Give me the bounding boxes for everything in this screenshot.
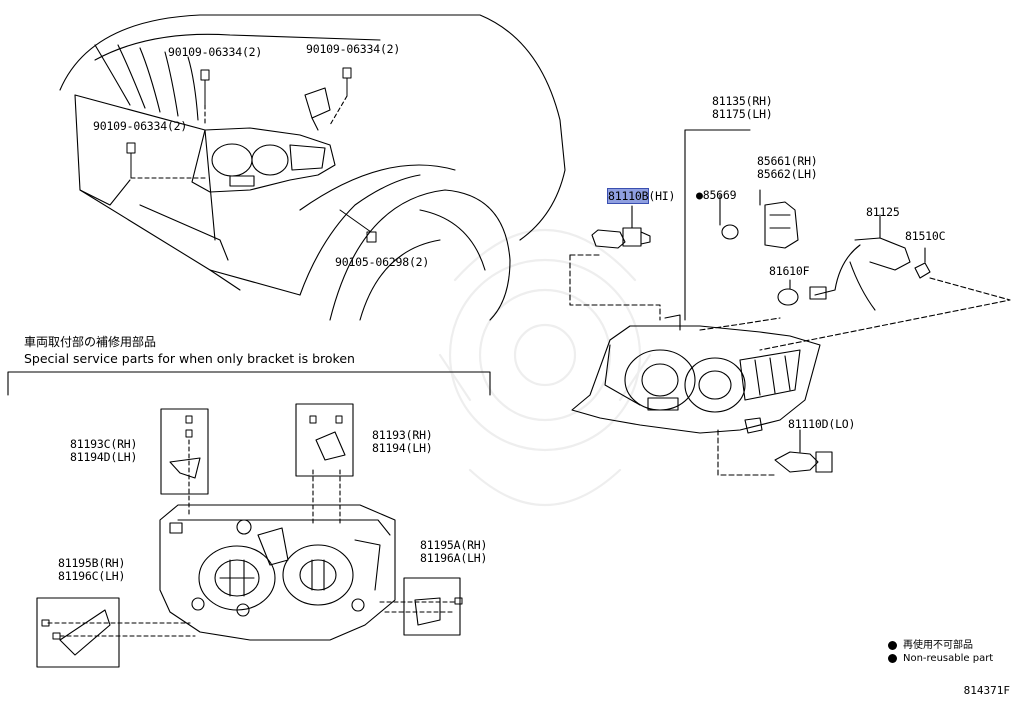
highlighted-part-number: 81110B: [606, 188, 650, 204]
part-label-81195a-81196a[interactable]: 81195A(RH) 81196A(LH): [420, 539, 487, 565]
part-number-lh: 85662(LH): [757, 167, 818, 181]
part-number-lh: 81196C(LH): [58, 569, 126, 583]
part-number-text: 81125: [866, 205, 900, 219]
legend-jp: 再使用不可部品: [888, 636, 973, 651]
part-number-text: 81110D(LO): [788, 417, 856, 431]
section-title-jp: 車両取付部の補修用部品: [24, 335, 157, 349]
vehicle-front-illustration: [59, 14, 566, 321]
part-label-81193c-81194d[interactable]: 81193C(RH) 81194D(LH): [70, 438, 137, 464]
legend-text-en: Non-reusable part: [903, 653, 994, 664]
watermark-emblem: [438, 228, 652, 507]
part-label-81610f[interactable]: 81610F: [769, 264, 810, 278]
part-number-rh: 81193(RH): [372, 428, 433, 442]
non-reusable-dot-icon: ●: [696, 188, 703, 202]
part-label-90109-left[interactable]: 90109-06334(2): [93, 120, 187, 133]
part-number-rh: 81195A(RH): [420, 538, 488, 552]
part-label-81510c[interactable]: 81510C: [905, 229, 946, 243]
part-label-81125[interactable]: 81125: [866, 206, 900, 219]
non-reusable-dot-icon: [888, 640, 897, 650]
part-number-text: 85669: [702, 188, 737, 202]
part-number-lh: 81194D(LH): [70, 450, 138, 464]
part-number-rh: 85661(RH): [757, 154, 818, 168]
section-bracket-line: [7, 371, 491, 396]
non-reusable-dot-icon: [888, 653, 897, 663]
part-label-85661-85662[interactable]: 85661(RH) 85662(LH): [757, 155, 818, 181]
part-number-lh: 81175(LH): [712, 107, 773, 121]
part-label-81135-81175[interactable]: 81135(RH) 81175(LH): [712, 95, 773, 121]
part-number-rh: 81195B(RH): [58, 556, 126, 570]
part-label-81110d-lo[interactable]: 81110D(LO): [788, 418, 855, 431]
illustration-number: 814371F: [963, 684, 1010, 697]
part-number-text: 90105-06298(2): [335, 255, 430, 269]
part-label-85669[interactable]: ●85669: [696, 188, 737, 202]
bracket-boxes: [36, 403, 463, 668]
part-label-81193-81194[interactable]: 81193(RH) 81194(LH): [372, 429, 433, 455]
part-number-lh: 81194(LH): [372, 441, 433, 455]
part-number-lh: 81196A(LH): [420, 551, 488, 565]
part-suffix: (HI): [648, 189, 676, 203]
part-number-rh: 81135(RH): [712, 94, 773, 108]
headlamp-assembly-right: [569, 129, 1011, 476]
part-label-81110b-hi[interactable]: 81110B(HI): [606, 188, 676, 204]
part-label-81195b-81196c[interactable]: 81195B(RH) 81196C(LH): [58, 557, 125, 583]
part-number-rh: 81193C(RH): [70, 437, 138, 451]
part-number-text: 81610F: [769, 264, 810, 278]
part-number-text: 81510C: [905, 229, 946, 243]
part-number-text: 90109-06334(2): [168, 45, 263, 59]
part-label-90105[interactable]: 90105-06298(2): [335, 256, 429, 269]
legend-en: Non-reusable part: [888, 653, 993, 664]
legend-text-jp: 再使用不可部品: [903, 640, 973, 651]
part-label-90109-top-left[interactable]: 90109-06334(2): [168, 46, 262, 59]
part-label-90109-top-right[interactable]: 90109-06334(2): [306, 43, 400, 56]
headlamp-assembly-bottom: [159, 504, 396, 641]
part-number-text: 90109-06334(2): [93, 119, 188, 133]
part-number-text: 90109-06334(2): [306, 42, 401, 56]
section-title-en: Special service parts for when only brac…: [24, 351, 355, 366]
